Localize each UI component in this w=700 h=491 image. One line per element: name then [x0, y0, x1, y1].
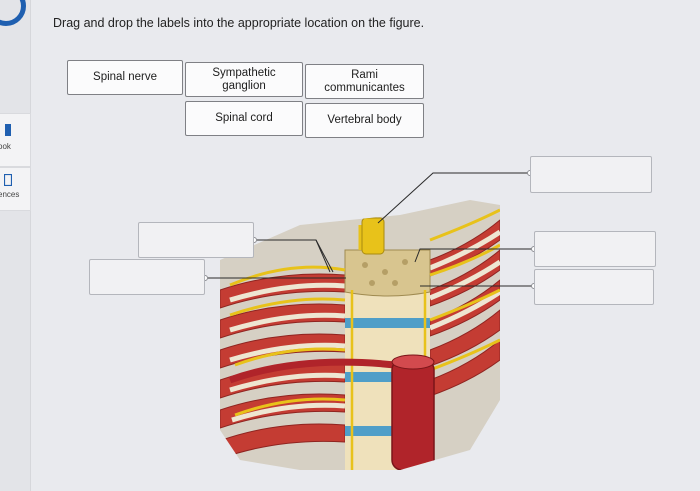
figure-body — [220, 200, 500, 470]
label-sympathetic-ganglion[interactable]: Sympathetic ganglion — [185, 62, 303, 97]
label-spinal-cord[interactable]: Spinal cord — [185, 101, 303, 136]
label-text: Vertebral body — [327, 114, 402, 126]
ribs — [229, 229, 500, 423]
label-spinal-nerve[interactable]: Spinal nerve — [67, 60, 183, 95]
brand-logo — [0, 0, 26, 26]
drop-target-right-upper[interactable] — [534, 231, 656, 267]
sidebar-item-label: ook — [0, 142, 11, 151]
instruction-text: Drag and drop the labels into the approp… — [53, 16, 425, 30]
sidebar-item-references[interactable]: ences — [0, 167, 31, 211]
label-vertebral-body[interactable]: Vertebral body — [305, 103, 424, 138]
label-text: Sympathetic ganglion — [212, 66, 276, 92]
leader-lines — [205, 172, 534, 287]
drop-target-left-upper[interactable] — [138, 222, 254, 258]
sidebar-item-label: ences — [0, 190, 20, 199]
book-icon — [5, 124, 11, 136]
drop-target-left-lower[interactable] — [89, 259, 205, 295]
left-sidebar: ook ences — [0, 0, 31, 491]
label-text: Spinal nerve — [93, 71, 157, 83]
label-text: Spinal cord — [215, 112, 273, 124]
blood-vessels — [228, 354, 435, 470]
label-rami-communicantes[interactable]: Rami communicantes — [305, 64, 424, 99]
drop-target-top-right[interactable] — [530, 156, 652, 193]
spinal-cord — [361, 217, 385, 255]
nerves — [229, 208, 500, 470]
sidebar-item-ebook[interactable]: ook — [0, 113, 31, 167]
document-icon — [4, 174, 12, 186]
label-text: Rami communicantes — [324, 68, 405, 94]
drop-target-right-lower[interactable] — [534, 269, 654, 305]
